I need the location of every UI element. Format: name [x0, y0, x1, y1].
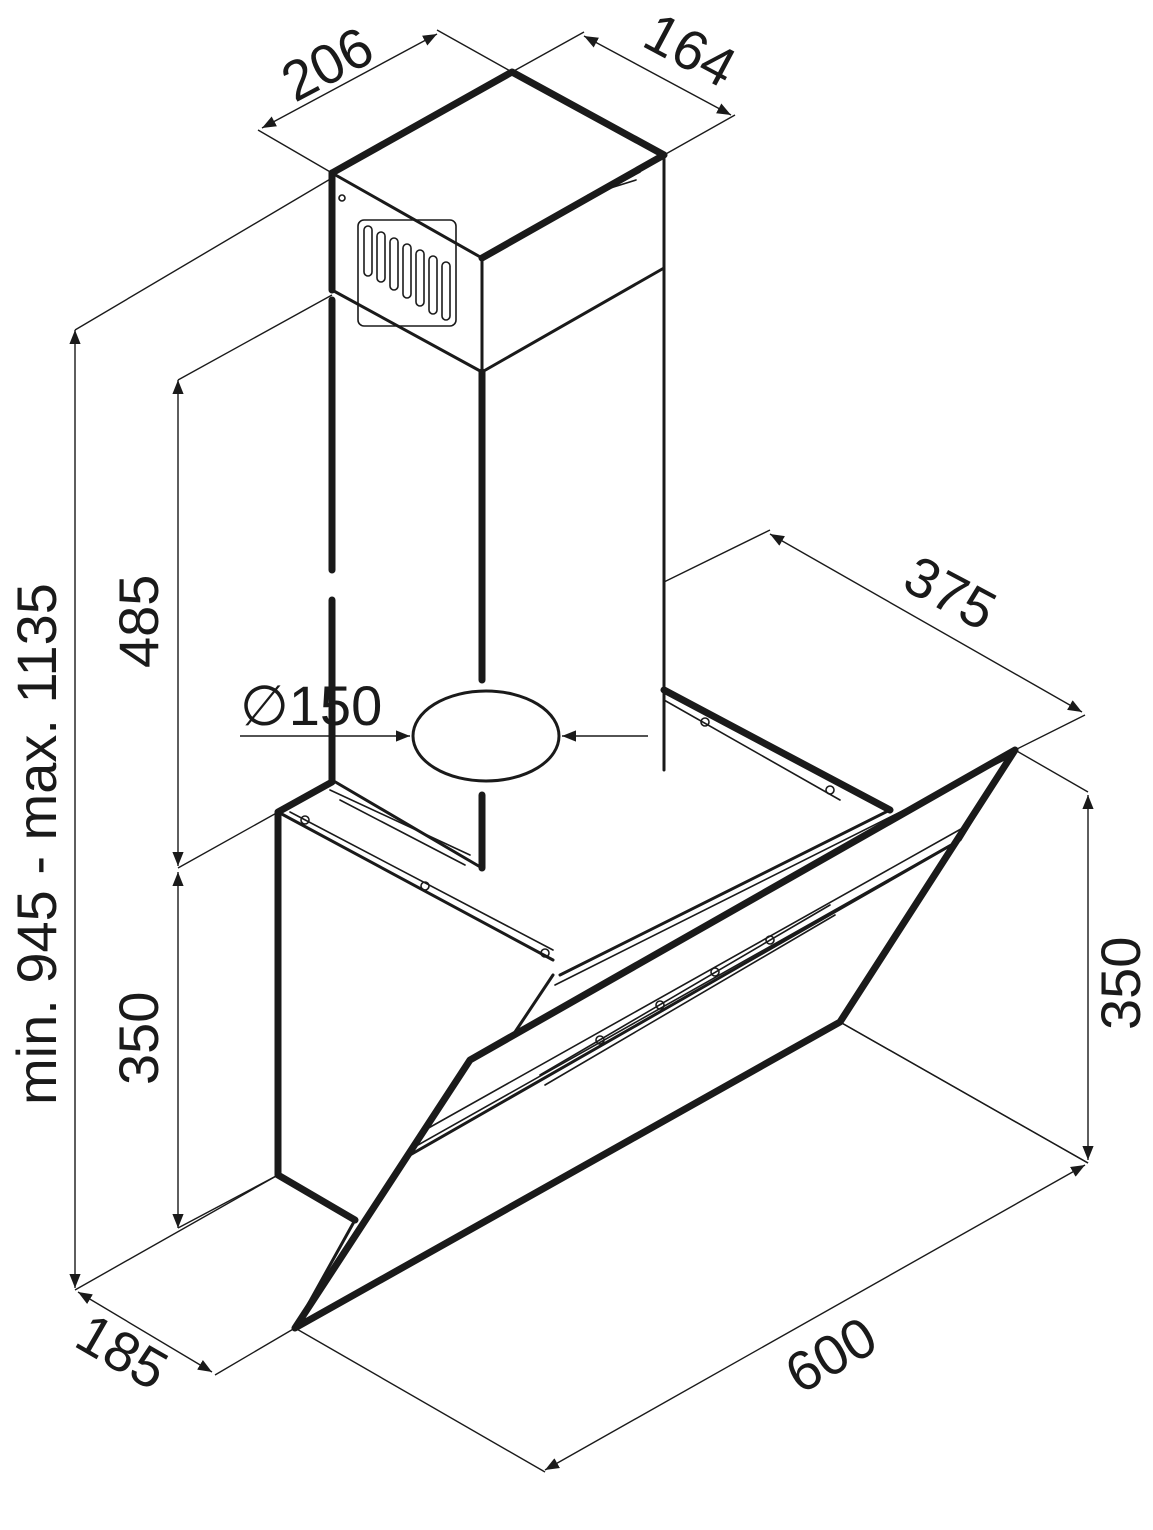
upper-chimney-cover: [328, 68, 668, 374]
label-total-height: min. 945 - max. 1135: [5, 583, 68, 1105]
label-185: 185: [66, 1301, 178, 1402]
hood-body: [274, 686, 1019, 1332]
label-600: 600: [775, 1304, 887, 1405]
label-350-left: 350: [107, 992, 170, 1085]
label-164: 164: [634, 0, 746, 99]
label-350-right: 350: [1089, 937, 1152, 1030]
label-206: 206: [271, 14, 383, 113]
dimension-lines: [69, 29, 1094, 1473]
label-diameter-150: ∅150: [240, 674, 382, 737]
vent-slots: [357, 219, 457, 327]
outlet-circle: [240, 689, 648, 783]
label-485: 485: [107, 575, 170, 668]
label-375: 375: [894, 543, 1006, 642]
lower-chimney: [328, 266, 666, 872]
